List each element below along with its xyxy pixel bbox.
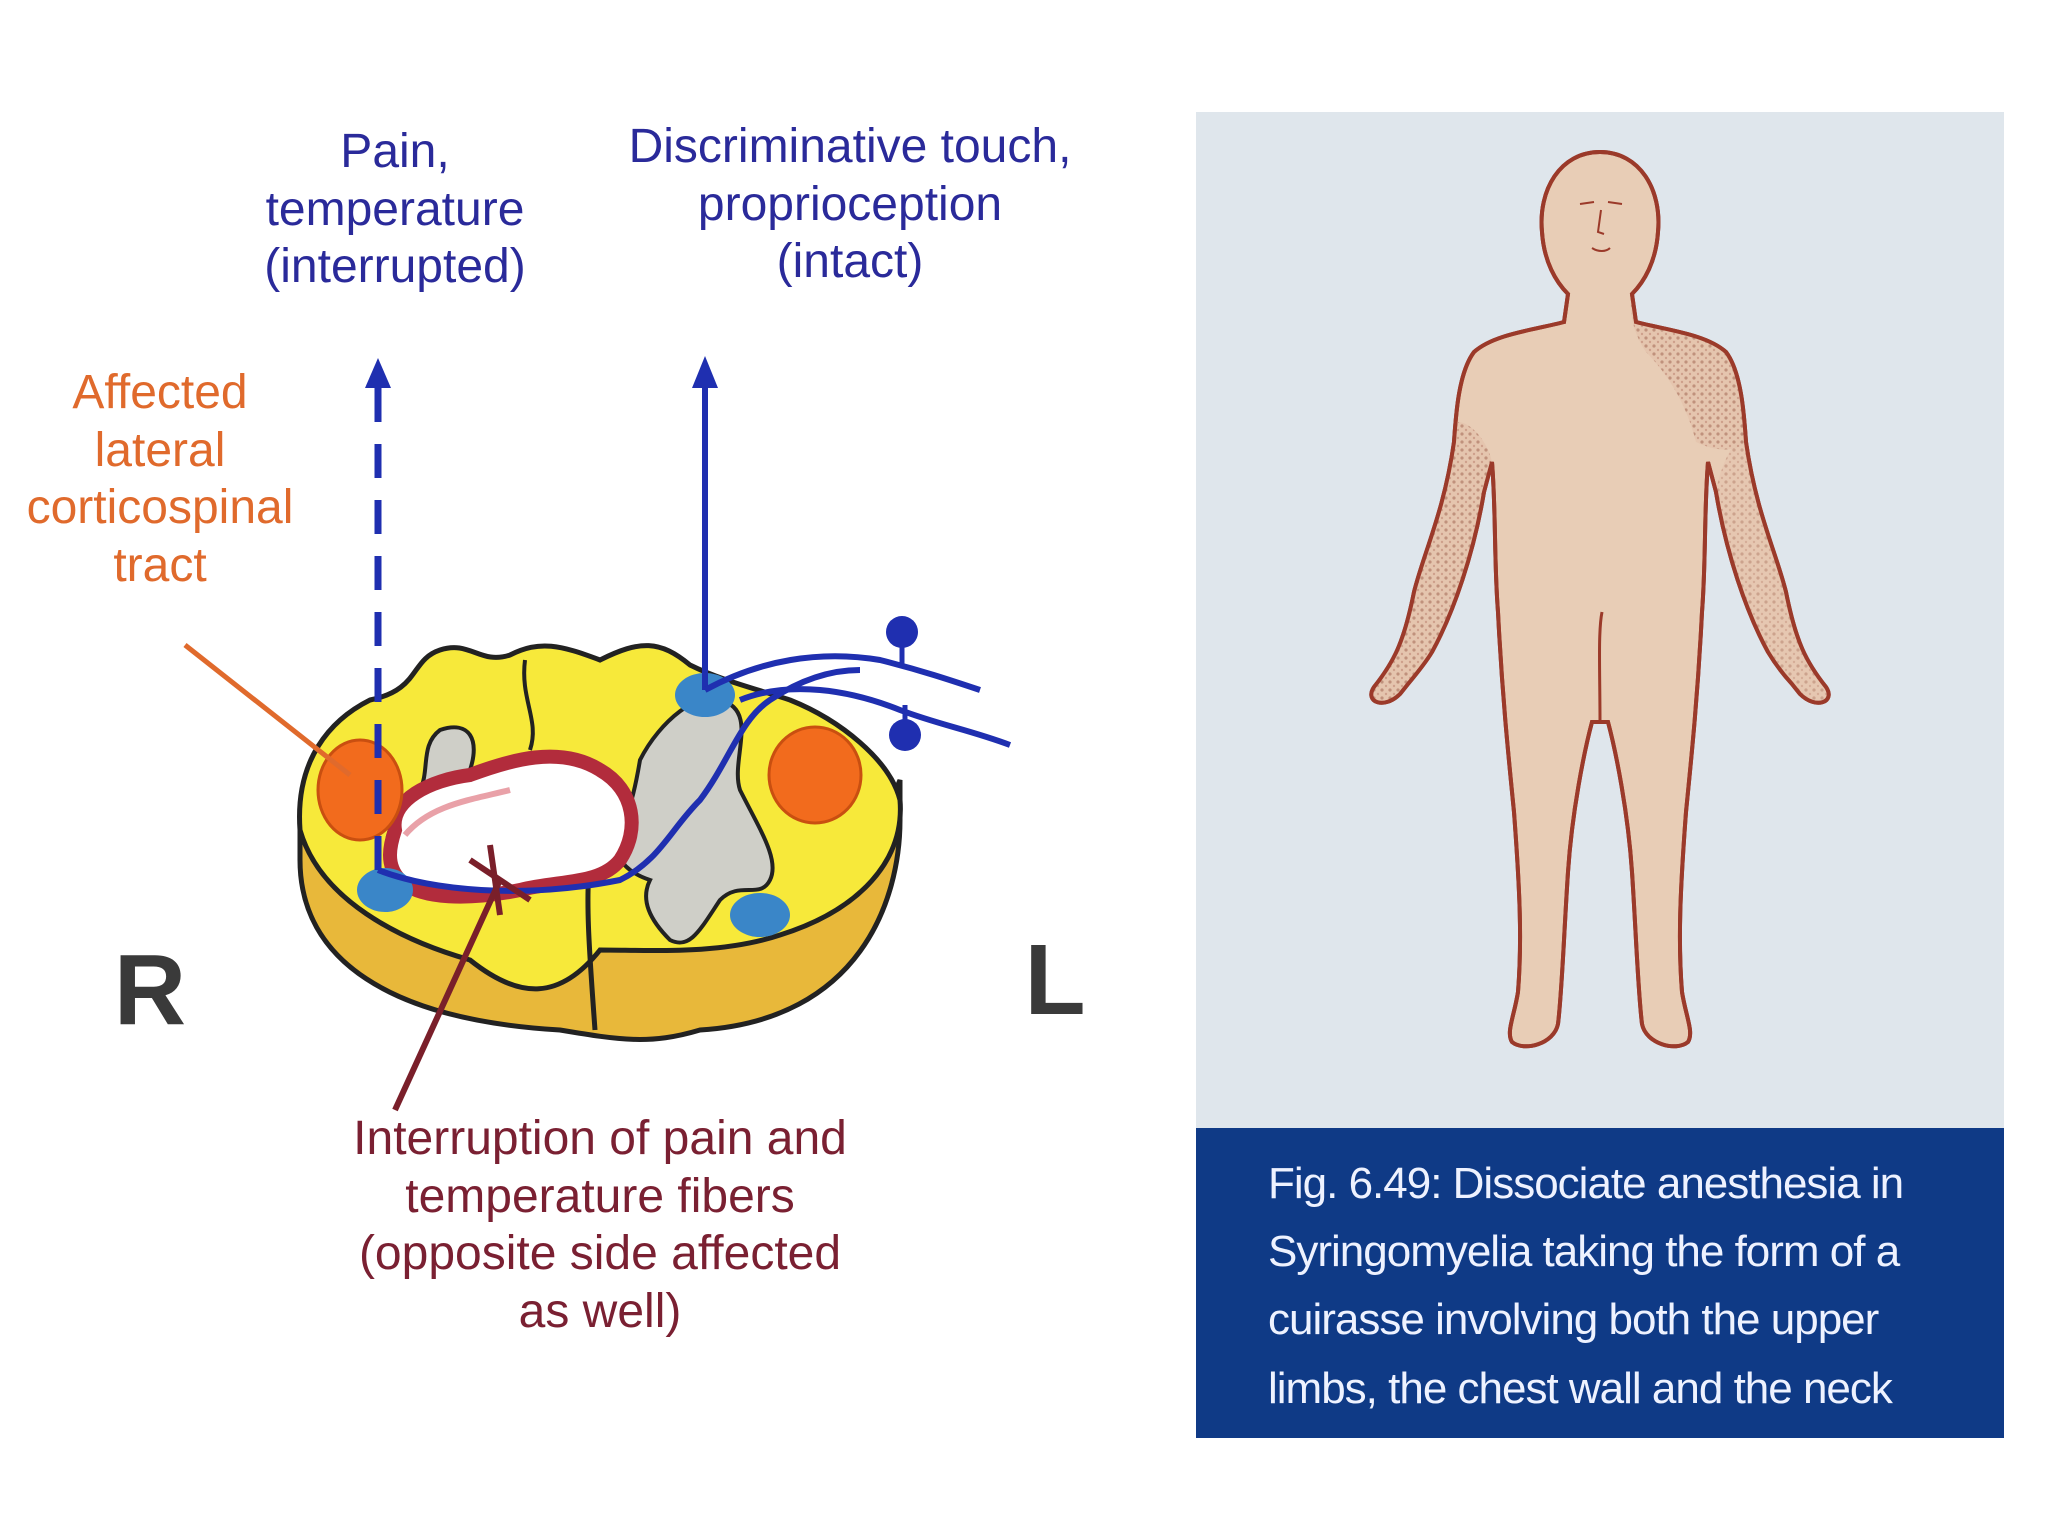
ventral-column-left bbox=[730, 893, 790, 937]
label-affected-tract: Affected lateral corticospinal tract bbox=[0, 364, 320, 594]
pointer-affected-tract bbox=[185, 645, 350, 775]
touch-arrowhead bbox=[692, 356, 718, 388]
corticospinal-tract-right bbox=[318, 740, 402, 840]
figure-caption: Fig. 6.49: Dissociate anesthesia in Syri… bbox=[1196, 1128, 2004, 1438]
label-interruption: Interruption of pain and temperature fib… bbox=[290, 1110, 910, 1340]
label-pain-temperature: Pain, temperature (interrupted) bbox=[215, 123, 575, 296]
pain-arrowhead bbox=[365, 358, 391, 388]
label-discriminative-touch: Discriminative touch, proprioception (in… bbox=[580, 118, 1120, 291]
textbook-figure-panel: Fig. 6.49: Dissociate anesthesia in Syri… bbox=[1196, 112, 2004, 1438]
body-outline-figure bbox=[1196, 112, 2004, 1128]
side-label-right: R bbox=[105, 930, 195, 1050]
affected-area-left-arm bbox=[1371, 422, 1492, 703]
corticospinal-tract-left bbox=[769, 727, 861, 823]
side-label-left: L bbox=[1010, 920, 1100, 1040]
